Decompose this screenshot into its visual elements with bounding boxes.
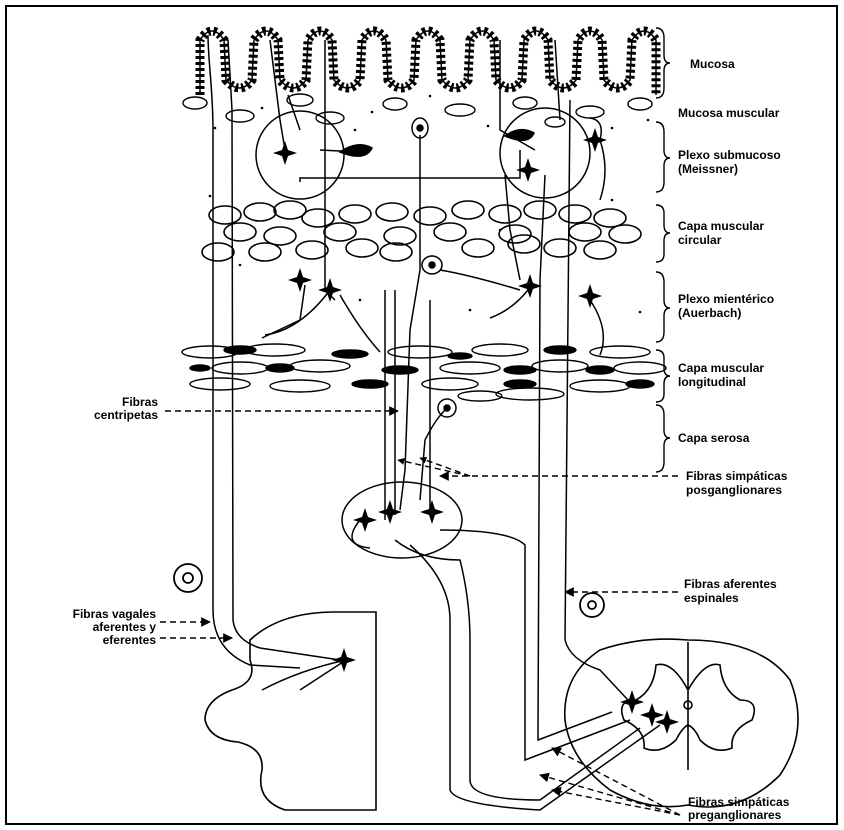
spinal-cord bbox=[565, 639, 798, 807]
longitudinal-muscle-layer bbox=[182, 344, 666, 401]
label-mucosa: Mucosa bbox=[690, 57, 735, 71]
label-mucosa-muscular: Mucosa muscular bbox=[678, 106, 780, 120]
mucosa-villi bbox=[200, 31, 656, 95]
brainstem bbox=[205, 612, 376, 810]
submucosal-ganglia bbox=[256, 108, 590, 199]
label-plexo-submucoso: Plexo submucoso(Meissner) bbox=[678, 148, 781, 176]
mucosa-muscular-band bbox=[183, 94, 652, 127]
nerve-fibers bbox=[208, 35, 660, 810]
layer-labels: Mucosa Mucosa muscular Plexo submucoso(M… bbox=[678, 57, 781, 445]
label-plexo-mienterico: Plexo mientérico(Auerbach) bbox=[678, 292, 774, 320]
ganglion-cells bbox=[174, 564, 604, 617]
label-capa-serosa: Capa serosa bbox=[678, 431, 750, 445]
circular-muscle-layer bbox=[202, 201, 641, 261]
stipple-dots bbox=[209, 95, 650, 314]
